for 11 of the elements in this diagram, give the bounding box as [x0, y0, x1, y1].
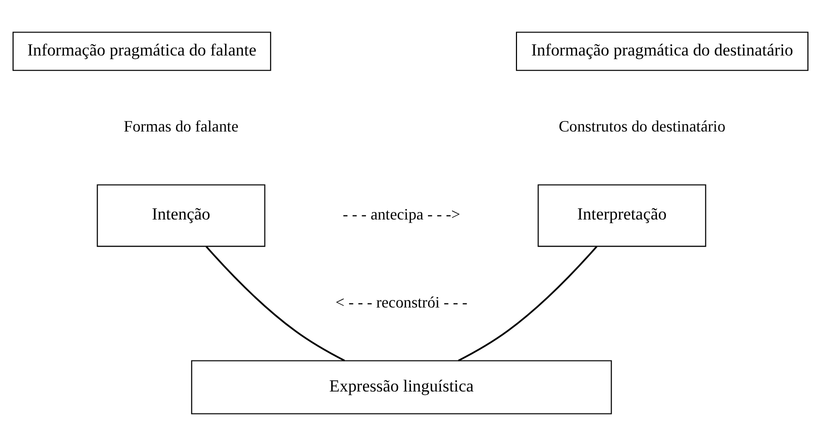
label: < - - - reconstrói - - - — [336, 294, 468, 312]
connector — [458, 246, 598, 362]
node-box: Intenção — [96, 184, 266, 247]
node-box: Interpretação — [538, 184, 706, 247]
node-box: Informação pragmática do falante — [12, 32, 272, 71]
connector — [206, 246, 345, 362]
node-box: Expressão linguística — [191, 360, 612, 414]
node-box: Informação pragmática do destinatário — [516, 32, 808, 71]
label: Formas do falante — [124, 118, 238, 136]
label: Construtos do destinatário — [558, 118, 726, 136]
label: - - - antecipa - - -> — [342, 206, 460, 224]
